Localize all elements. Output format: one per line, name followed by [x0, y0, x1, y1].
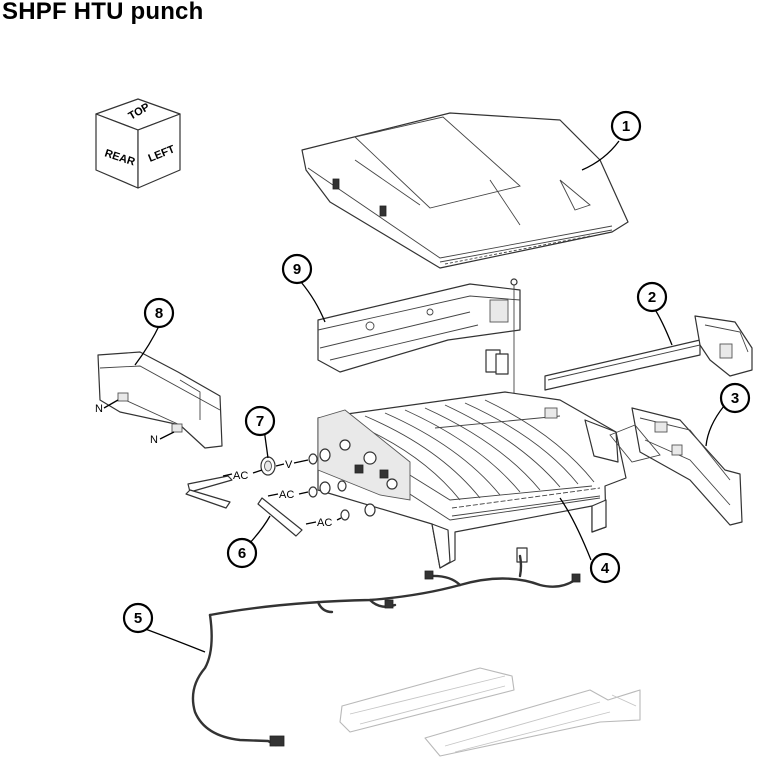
- ac-label-1: AC: [233, 470, 248, 482]
- callout-4-number: 4: [601, 560, 610, 577]
- callout-5: 5: [122, 602, 154, 634]
- part-cable-harness: [191, 554, 581, 747]
- orientation-cube-icon: TOP REAR LEFT: [95, 98, 181, 189]
- page-title: SHPF HTU punch: [2, 0, 204, 25]
- callout-8-number: 8: [155, 305, 163, 322]
- callout-5-number: 5: [134, 610, 142, 627]
- part-right-rail: [544, 315, 753, 391]
- callout-9: 9: [281, 253, 313, 285]
- connector-n-label-2: N: [150, 434, 158, 446]
- callout-9-number: 9: [293, 261, 301, 278]
- callout-4: 4: [589, 552, 621, 584]
- callout-6-number: 6: [238, 545, 246, 562]
- callout-8: 8: [143, 297, 175, 329]
- callout-7-number: 7: [256, 413, 264, 430]
- reference-parts-faded: [339, 667, 641, 757]
- v-label: V: [285, 459, 293, 471]
- part-right-side-cover: [609, 407, 743, 526]
- callout-2-number: 2: [648, 289, 656, 306]
- callout-3-number: 3: [731, 390, 739, 407]
- callout-3: 3: [719, 382, 751, 414]
- part-left-side-cover: [97, 351, 223, 449]
- callout-1: 1: [610, 110, 642, 142]
- callout-1-number: 1: [622, 118, 630, 135]
- callout-6: 6: [226, 537, 258, 569]
- ac-label-2: AC: [279, 489, 294, 501]
- part-upper-guide: [317, 278, 521, 400]
- callout-7: 7: [244, 405, 276, 437]
- ac-label-3: AC: [317, 517, 332, 529]
- part-top-cover: [301, 112, 629, 269]
- part-main-frame: [317, 391, 627, 569]
- connector-n-label-1: N: [95, 403, 103, 415]
- part-drive-train: [185, 448, 376, 537]
- callout-2: 2: [636, 281, 668, 313]
